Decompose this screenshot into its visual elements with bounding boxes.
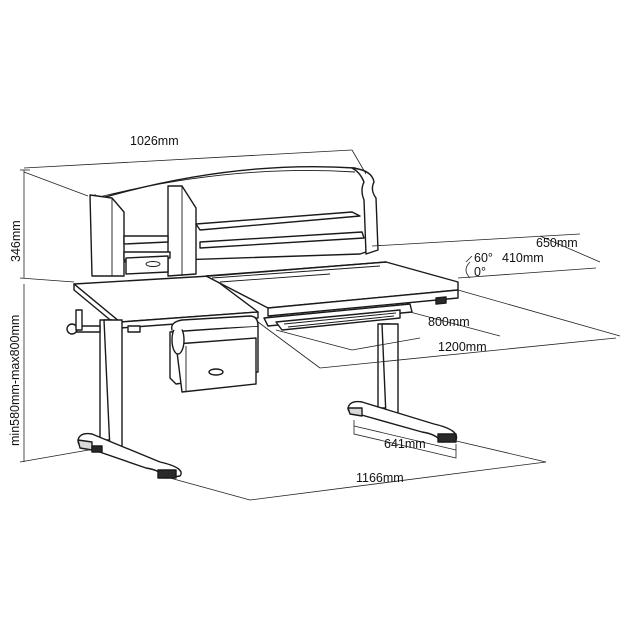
label-base-width: 1166mm — [356, 471, 404, 485]
label-tilt-depth: 410mm — [502, 251, 544, 265]
dimension-labels: 1026mm 346mm 650mm 410mm 60° 0° 800mm 12… — [8, 134, 578, 485]
dimension-lines — [19, 149, 621, 501]
label-desk-height: min580mm-max800mm — [8, 315, 22, 446]
drawer — [169, 315, 259, 393]
hutch — [89, 165, 379, 277]
label-hutch-width: 1026mm — [130, 134, 179, 148]
desk-top — [73, 261, 459, 329]
label-tilt-min: 0° — [474, 265, 486, 279]
label-tray-width: 800mm — [428, 315, 470, 329]
keyboard-tray — [263, 303, 413, 331]
label-hutch-height: 346mm — [9, 220, 23, 262]
label-desk-width: 1200mm — [438, 340, 487, 354]
left-leg — [66, 309, 182, 479]
label-desk-depth: 650mm — [536, 236, 578, 250]
label-tilt-max: 60° — [474, 251, 493, 265]
right-leg — [347, 323, 458, 443]
label-foot-depth: 641mm — [384, 437, 426, 451]
